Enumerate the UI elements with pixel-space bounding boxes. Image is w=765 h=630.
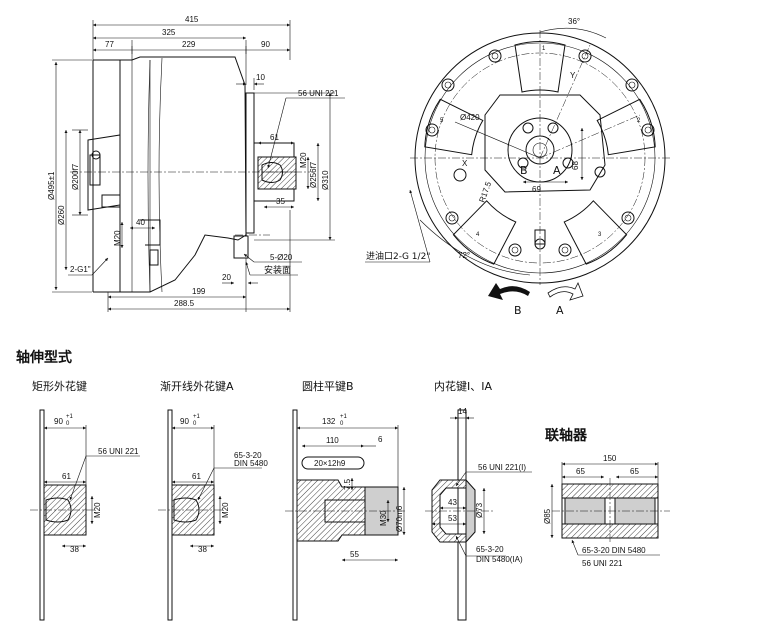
dim-d200: Ø200f7: [71, 163, 80, 190]
invol-d38: 38: [198, 545, 207, 554]
dim-r17-5: R17.5: [477, 180, 493, 204]
key-spec: 20×12h9: [314, 459, 346, 468]
rect-d61: 61: [62, 472, 71, 481]
shaft-key-title: 圆柱平键B: [302, 379, 354, 393]
dim-90: 90: [261, 40, 270, 49]
dim-415: 415: [185, 15, 199, 24]
key-d110: 110: [326, 436, 339, 445]
dim-m20-left: M20: [113, 230, 122, 246]
rect-tol0: 0: [66, 421, 70, 427]
rect-d90: 90: [54, 417, 63, 426]
int-d53: 53: [448, 514, 457, 523]
y-label: Y: [570, 71, 576, 80]
coupling: 联轴器 150 65 65 Ø85 65-3-20 DIN 5480 56 UN…: [543, 427, 670, 568]
key-tol: +1: [340, 414, 348, 420]
note-spline: 56 UNI 221: [298, 89, 339, 98]
coupling-spec1: 65-3-20 DIN 5480: [582, 546, 646, 555]
front-view: 36° 72° Ø420 69 68 R17.5 B A X Y 1 2 3 4…: [365, 17, 670, 317]
dim-77: 77: [105, 40, 114, 49]
main-side-view: 415 325 77 229 90 10 56 UNI 221 61 35 M2…: [47, 15, 345, 312]
dim-d495: Ø495±1: [47, 171, 56, 200]
port-a-label: A: [553, 164, 561, 177]
note-mount-face: 安装面: [264, 264, 291, 276]
int-d73: Ø73: [475, 502, 484, 518]
invol-tol0: 0: [193, 421, 197, 427]
rotation-b-arrow-icon: [488, 283, 530, 300]
int-spline: 56 UNI 221(I): [478, 463, 526, 472]
rect-spline: 56 UNI 221: [98, 447, 139, 456]
coupling-d150: 150: [603, 454, 617, 463]
dim-d420: Ø420: [460, 113, 480, 122]
dim-229: 229: [182, 40, 196, 49]
key-d70: Ø70m6: [395, 505, 404, 532]
angle-72: 72°: [458, 251, 470, 260]
lobe-2: 2: [637, 118, 641, 124]
inlet-label: 进油口2-G 1/2": [366, 250, 430, 262]
shaft-involute-spline: 渐开线外花键A 90 +1 0 65-3-20 DIN 5480 61 M20 …: [158, 379, 268, 621]
invol-spec2: DIN 5480: [234, 459, 268, 468]
shaft-internal-spline: 内花键I、IA 14 56 UNI 221(I) 43 53 Ø73 65-3-…: [425, 379, 532, 621]
int-spec1: 65-3-20: [476, 545, 504, 554]
dim-d310: Ø310: [321, 170, 330, 190]
invol-tol: +1: [193, 414, 201, 420]
rect-d38: 38: [70, 545, 79, 554]
note-holes: 5-Ø20: [270, 253, 293, 262]
invol-d61: 61: [192, 472, 201, 481]
key-d132: 132: [322, 417, 336, 426]
dim-35: 35: [276, 197, 285, 206]
dim-20: 20: [222, 273, 231, 282]
coupling-spec2: 56 UNI 221: [582, 559, 623, 568]
shaft-cyl-key: 圆柱平键B 20×12h9 132 +1 0 110 6 7.5 M30 Ø70…: [285, 379, 406, 621]
coupling-d65a: 65: [576, 467, 585, 476]
dim-10: 10: [256, 73, 265, 82]
rect-tol: +1: [66, 414, 74, 420]
lobe-1: 1: [542, 46, 546, 52]
key-m30: M30: [379, 510, 388, 526]
dim-61: 61: [270, 133, 279, 142]
coupling-title: 联轴器: [545, 427, 588, 444]
shaft-rect-title: 矩形外花键: [32, 379, 87, 393]
key-d55: 55: [350, 550, 359, 559]
dim-69: 69: [532, 185, 541, 194]
coupling-d85: Ø85: [543, 508, 552, 524]
lobe-3: 3: [598, 232, 602, 238]
dim-325: 325: [162, 28, 176, 37]
angle-36: 36°: [568, 17, 580, 26]
dim-68: 68: [571, 161, 580, 170]
key-d6: 6: [378, 435, 383, 444]
invol-spec1: 65-3-20: [234, 451, 262, 460]
coupling-d65b: 65: [630, 467, 639, 476]
int-spec2: DIN 5480(IA): [476, 555, 523, 564]
outer-bolt-holes: [425, 49, 655, 257]
dim-288-5: 288.5: [174, 299, 195, 308]
rect-m20: M20: [93, 502, 102, 518]
shaft-rect-spline: 矩形外花键 90 +1 0 56 UNI 221 61 M20 38: [30, 379, 140, 621]
port-b-label: B: [520, 164, 528, 177]
invol-m20: M20: [221, 502, 230, 518]
key-d7-5: 7.5: [343, 478, 352, 490]
dim-m20-shaft: M20: [299, 152, 308, 168]
section-title: 轴伸型式: [16, 349, 72, 366]
rotation-a-arrow-icon: [547, 282, 584, 301]
int-d43: 43: [448, 498, 457, 507]
lobe-4: 4: [476, 232, 480, 238]
lobe-5: 5: [440, 118, 444, 124]
shaft-int-title: 内花键I、IA: [434, 379, 492, 393]
key-tol0: 0: [340, 421, 344, 427]
dim-199: 199: [192, 287, 206, 296]
x-label: X: [462, 159, 468, 168]
rotation-b-label: B: [514, 304, 522, 317]
shaft-invol-title: 渐开线外花键A: [160, 379, 234, 393]
dim-d256: Ø256f7: [309, 161, 318, 188]
dim-40: 40: [136, 218, 145, 227]
dim-d260: Ø260: [57, 205, 66, 225]
invol-d90: 90: [180, 417, 189, 426]
rotation-a-label: A: [556, 304, 564, 317]
note-g1: 2-G1": [70, 265, 91, 274]
int-d14: 14: [458, 407, 467, 416]
